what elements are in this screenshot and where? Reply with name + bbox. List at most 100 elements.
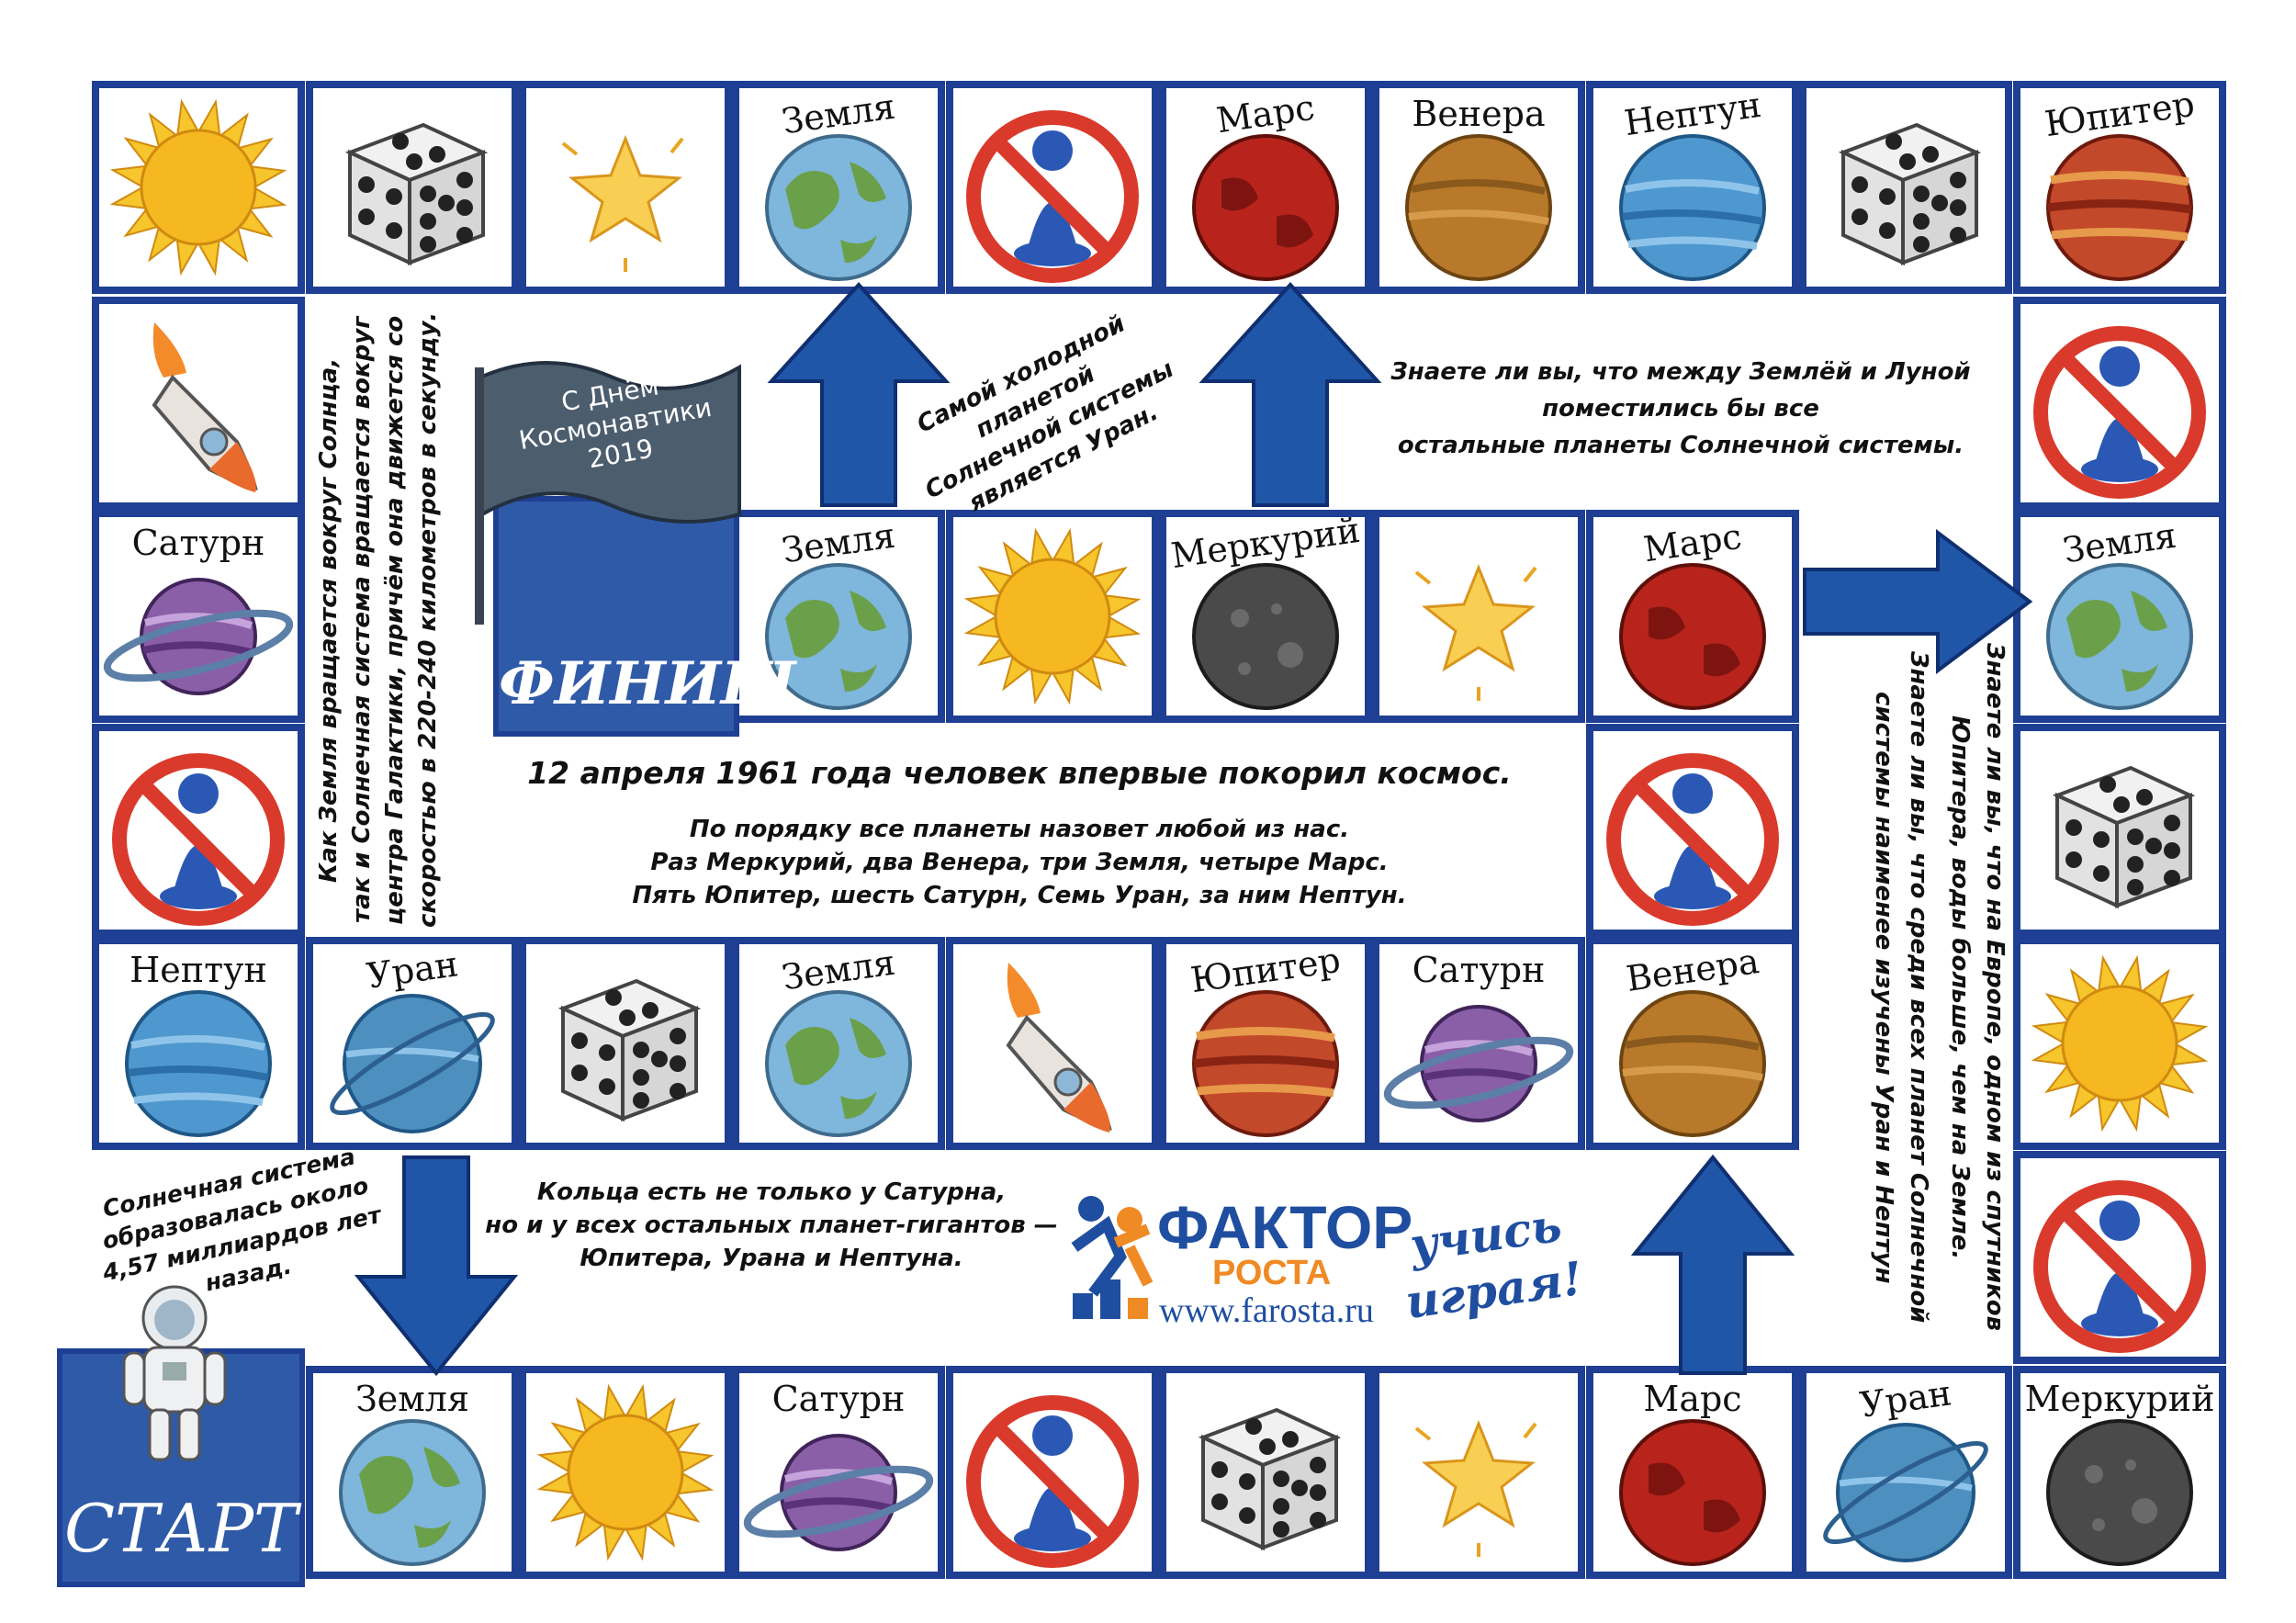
no-move-icon <box>112 753 285 926</box>
arrow-up-icon <box>767 282 951 507</box>
cell-label: Сатурн <box>771 1379 906 1419</box>
arrow-right-icon <box>1803 529 2033 674</box>
astronaut-icon <box>122 1285 227 1461</box>
board-cell-ban[interactable] <box>2013 297 2226 510</box>
planet-zemlya-icon <box>765 990 912 1137</box>
board-cell-merkuriy[interactable]: Меркурий <box>1159 510 1372 723</box>
board-cell-dice[interactable] <box>1159 1366 1372 1579</box>
sun-icon <box>109 98 287 276</box>
board-cell-venera[interactable]: Венера <box>1372 81 1585 294</box>
board-cell-mars[interactable]: Марс <box>1159 81 1372 294</box>
planet-mars-icon <box>1619 563 1766 710</box>
flag-icon <box>475 361 741 625</box>
board-cell-uran[interactable]: Уран <box>1799 1366 2012 1579</box>
logo-brand-top: ФАКТОР <box>1157 1193 1413 1261</box>
board-cell-ban[interactable] <box>946 81 1159 294</box>
board-cell-yupiter[interactable]: Юпитер <box>1159 937 1372 1150</box>
farosta-logo-icon <box>1071 1196 1154 1319</box>
fact-europa: Знаете ли вы, что на Европе, одном из сп… <box>1946 643 2009 1332</box>
board-cell-star[interactable] <box>1372 510 1585 723</box>
rocket-icon <box>152 322 258 492</box>
board-cell-star[interactable] <box>519 81 732 294</box>
planet-zemlya-icon <box>765 134 912 281</box>
cell-label: Сатурн <box>1412 950 1546 990</box>
planet-saturn-icon <box>103 578 294 695</box>
cell-label: Сатурн <box>131 523 265 563</box>
board-cell-neptun[interactable]: Нептун <box>1586 81 1799 294</box>
board-cell-ban[interactable] <box>92 724 305 937</box>
planet-neptun-icon <box>125 990 272 1137</box>
dice-icon <box>557 978 702 1122</box>
dice-icon <box>2052 765 2196 909</box>
start-label: СТАРТ <box>63 1490 298 1567</box>
planet-uran-icon <box>330 994 495 1133</box>
cell-label: Меркурий <box>2024 1379 2215 1419</box>
board-cell-sun[interactable] <box>2013 937 2226 1150</box>
board-cell-venera[interactable]: Венера <box>1586 937 1799 1150</box>
board-cell-ban[interactable] <box>946 1366 1159 1579</box>
star-icon <box>1414 563 1537 701</box>
star-icon <box>1414 1419 1537 1557</box>
arrow-up-icon <box>1630 1154 1795 1375</box>
board-cell-dice[interactable] <box>519 937 732 1150</box>
board-cell-yupiter[interactable]: Юпитер <box>2013 81 2226 294</box>
fact-april-12: 12 апреля 1961 года человек впервые поко… <box>527 755 1512 791</box>
planet-venera-icon <box>1619 990 1766 1137</box>
board-cell-rocket[interactable] <box>92 297 305 510</box>
rocket-icon <box>1006 963 1112 1133</box>
planet-merkuriy-icon <box>1192 563 1339 710</box>
board-cell-saturn[interactable]: Сатурн <box>92 510 305 723</box>
dice-icon <box>1838 122 1982 266</box>
board-cell-sun[interactable] <box>92 81 305 294</box>
board-cell-mars[interactable]: Марс <box>1586 510 1799 723</box>
no-move-icon <box>1606 753 1779 926</box>
board-cell-star[interactable] <box>1372 1366 1585 1579</box>
logo-brand-bottom: РОСТА <box>1212 1254 1332 1292</box>
finish-panel: ФИНИШ <box>493 496 795 737</box>
board-cell-zemlya[interactable]: Земля <box>732 937 945 1150</box>
board-cell-zemlya[interactable]: Земля <box>732 81 945 294</box>
board-cell-zemlya[interactable]: Земля <box>732 510 945 723</box>
board-cell-sun[interactable] <box>519 1366 732 1579</box>
arrow-up-icon <box>1199 282 1382 507</box>
cell-label: Венера <box>1412 94 1546 134</box>
planet-zemlya-icon <box>2046 563 2193 710</box>
planet-saturn-icon <box>1383 1005 1574 1122</box>
board-cell-ban[interactable] <box>2013 1151 2226 1364</box>
board-cell-neptun[interactable]: Нептун <box>92 937 305 1150</box>
logo-url[interactable]: www.farosta.ru <box>1159 1291 1374 1330</box>
board-cell-dice[interactable] <box>1799 81 2012 294</box>
planet-saturn-icon <box>743 1434 934 1551</box>
board-cell-mars[interactable]: Марс <box>1586 1366 1799 1579</box>
star-icon <box>561 134 684 272</box>
planet-mars-icon <box>1619 1419 1766 1566</box>
no-move-icon <box>966 1395 1139 1568</box>
fact-planets-rhyme: По порядку все планеты назовет любой из … <box>632 816 1407 909</box>
board-cell-zemlya[interactable]: Земля <box>2013 510 2226 723</box>
planet-uran-icon <box>1823 1423 1988 1562</box>
arrow-down-icon <box>354 1155 519 1377</box>
board-cell-ban[interactable] <box>1586 724 1799 937</box>
board-cell-saturn[interactable]: Сатурн <box>732 1366 945 1579</box>
board-cell-rocket[interactable] <box>946 937 1159 1150</box>
board-cell-dice[interactable] <box>2013 724 2226 937</box>
planet-venera-icon <box>1405 134 1552 281</box>
board-cell-merkuriy[interactable]: Меркурий <box>2013 1366 2226 1579</box>
board-cell-sun[interactable] <box>946 510 1159 723</box>
dice-icon <box>344 122 489 266</box>
fact-earth-moon: Знаете ли вы, что между Землёй и Луной п… <box>1390 358 1971 459</box>
board-cell-zemlya[interactable]: Земля <box>306 1366 519 1579</box>
planet-yupiter-icon <box>2046 134 2193 281</box>
no-move-icon <box>2033 1180 2206 1353</box>
no-move-icon <box>2033 326 2206 499</box>
board-cell-uran[interactable]: Уран <box>306 937 519 1150</box>
cell-label: Земля <box>355 1379 469 1419</box>
sun-icon <box>963 527 1142 705</box>
fact-uranus-neptune: Знаете ли вы, что среди всех планет Солн… <box>1870 651 1932 1324</box>
no-move-icon <box>966 110 1139 283</box>
board-cell-saturn[interactable]: Сатурн <box>1372 937 1585 1150</box>
planet-merkuriy-icon <box>2046 1419 2193 1566</box>
board-cell-dice[interactable] <box>306 81 519 294</box>
planet-zemlya-icon <box>765 563 912 710</box>
